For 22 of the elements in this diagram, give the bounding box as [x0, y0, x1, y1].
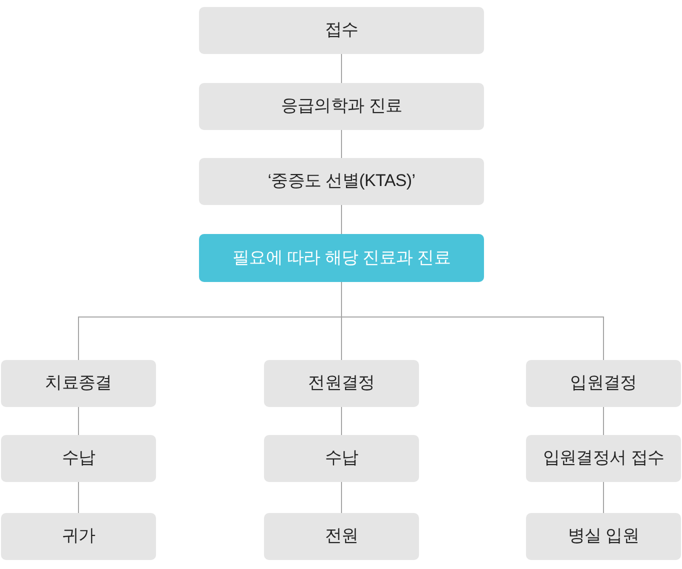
- step-box: 전원: [264, 513, 419, 560]
- connector-line: [78, 406, 79, 436]
- step-box: 응급의학과 진료: [199, 83, 484, 130]
- connector-line: [341, 482, 342, 514]
- step-box: ‘중증도 선별(KTAS)’: [199, 158, 484, 205]
- step-box: 치료종결: [1, 360, 156, 407]
- connector-line: [341, 130, 342, 158]
- step-box: 귀가: [1, 513, 156, 560]
- step-box: 필요에 따라 해당 진료과 진료: [199, 234, 484, 282]
- step-box: 전원결정: [264, 360, 419, 407]
- step-box: 접수: [199, 7, 484, 54]
- step-box: 수납: [264, 435, 419, 482]
- connector-line: [341, 204, 342, 234]
- connector-line: [341, 406, 342, 436]
- step-box: 입원결정서 접수: [526, 435, 681, 482]
- connector-line: [78, 482, 79, 514]
- step-box: 병실 입원: [526, 513, 681, 560]
- step-box: 수납: [1, 435, 156, 482]
- connector-line: [603, 406, 604, 436]
- connector-line: [603, 482, 604, 514]
- connector-line: [341, 54, 342, 84]
- step-box: 입원결정: [526, 360, 681, 407]
